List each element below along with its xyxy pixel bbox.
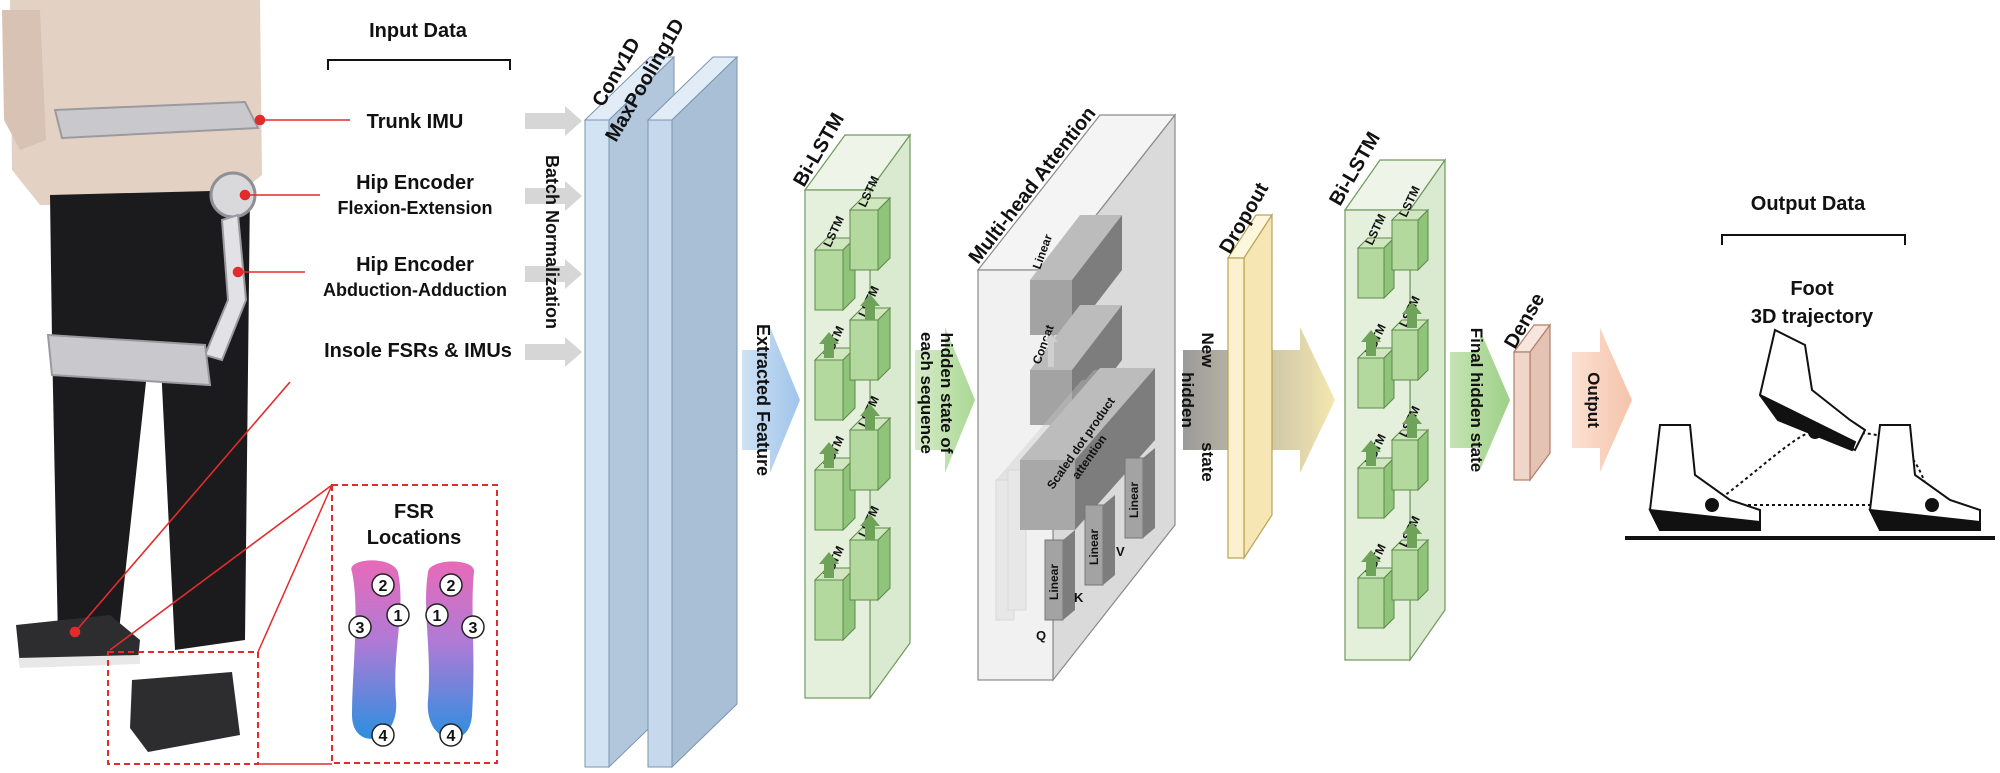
mha-linear-q: Linear <box>1044 530 1075 621</box>
lstm-flow-arrow <box>860 294 880 320</box>
input-data-title: Input Data <box>369 20 468 42</box>
lstm-flow-arrow <box>1402 412 1422 438</box>
extracted-feature-arrow: Extracted Feature <box>742 324 800 476</box>
extracted-feature-label: Extracted Feature <box>753 324 773 476</box>
input-hip-encoder-2: Hip Encoder <box>356 254 474 276</box>
lstm-flow-arrow <box>1402 522 1422 548</box>
fsr-title-line2: Locations <box>367 527 461 549</box>
foot-1 <box>1648 424 1761 531</box>
foot-3 <box>1868 424 1981 531</box>
hidden-state-arrow: hidden state of each sequence <box>915 327 975 473</box>
hidden-state-label-1: hidden state of <box>937 333 956 454</box>
output-brace <box>1721 234 1906 245</box>
input-abduction-adduction: Abduction-Adduction <box>323 280 507 300</box>
lstm-flow-arrow <box>860 514 880 540</box>
new-hidden-label-3: state <box>1198 442 1217 482</box>
lstm-flow-arrow <box>1361 330 1381 356</box>
mha-linear-k: Linear <box>1084 495 1115 586</box>
bilstm-2-block: Bi-LSTM LSTMLSTMLSTMLSTMLSTMLSTMLSTMLSTM <box>1325 128 1447 662</box>
lstm-flow-arrow <box>1361 550 1381 576</box>
input-arrows <box>525 106 582 367</box>
output-trajectory-label: 3D trajectory <box>1751 306 1874 328</box>
mha-linear-q-label: Linear <box>1047 564 1061 600</box>
input-brace <box>327 59 511 70</box>
fsr-left-1: 1 <box>394 608 403 625</box>
bilstm-1-block: Bi-LSTM LSTMLSTMLSTMLSTMLSTMLSTMLSTMLSTM <box>789 109 912 700</box>
fsr-left-2: 2 <box>379 578 388 595</box>
mha-v-label: V <box>1116 544 1125 559</box>
fsr-right-3: 3 <box>469 620 478 637</box>
mha-linear-v-label: Linear <box>1127 482 1141 518</box>
input-hip-encoder-1: Hip Encoder <box>356 172 474 194</box>
output-arrow: Output <box>1572 328 1632 472</box>
output-foot-label: Foot <box>1790 278 1834 300</box>
lstm-flow-arrow <box>1361 440 1381 466</box>
fsr-left-4: 4 <box>379 728 388 745</box>
batch-normalization-label: Batch Normalization <box>542 155 562 329</box>
mha-linear-v: Linear <box>1124 448 1155 539</box>
mha-linear-k-label: Linear <box>1087 529 1101 565</box>
output-arrow-label: Output <box>1584 372 1603 428</box>
lstm-flow-arrow <box>819 332 839 358</box>
hidden-state-label-2: each sequence <box>917 332 936 454</box>
mha-k-label: K <box>1074 590 1084 605</box>
final-hidden-state-arrow: Final hidden state <box>1450 328 1510 473</box>
left-insole <box>351 560 401 739</box>
multi-head-attention-block: Multi-head Attention Linear Concat S <box>965 103 1177 682</box>
input-insole: Insole FSRs & IMUs <box>324 340 512 362</box>
dense-block: Dense <box>1500 290 1552 482</box>
fsr-right-1: 1 <box>433 608 442 625</box>
new-hidden-label-2: hidden <box>1178 372 1197 428</box>
lstm-flow-arrow <box>819 552 839 578</box>
fsr-inset: FSR Locations 2 1 3 4 2 1 3 4 <box>107 484 498 765</box>
fsr-right-4: 4 <box>447 728 456 745</box>
fsr-left-3: 3 <box>356 620 365 637</box>
output-data-panel: Output Data Foot 3D trajectory <box>1625 193 1995 540</box>
fsr-right-2: 2 <box>447 578 456 595</box>
input-flexion-extension: Flexion-Extension <box>337 198 492 218</box>
final-hidden-label: Final hidden state <box>1467 328 1486 473</box>
mha-q-label: Q <box>1036 628 1046 643</box>
output-data-title: Output Data <box>1751 193 1866 215</box>
new-hidden-label-1: New <box>1198 333 1217 369</box>
person-illustration <box>2 0 262 752</box>
sensor-connectors <box>69 114 350 651</box>
lstm-flow-arrow <box>1402 302 1422 328</box>
foot-2 <box>1758 328 1867 452</box>
lstm-flow-arrow <box>819 442 839 468</box>
input-data-panel: Input Data Trunk IMU Hip Encoder Flexion… <box>323 20 512 362</box>
input-trunk-imu: Trunk IMU <box>367 111 464 133</box>
lstm-cell-forward: LSTM <box>1356 212 1396 300</box>
maxpooling-block: MaxPooling1D <box>601 15 739 769</box>
lstm-flow-arrow <box>860 404 880 430</box>
fsr-title-line1: FSR <box>394 501 435 523</box>
